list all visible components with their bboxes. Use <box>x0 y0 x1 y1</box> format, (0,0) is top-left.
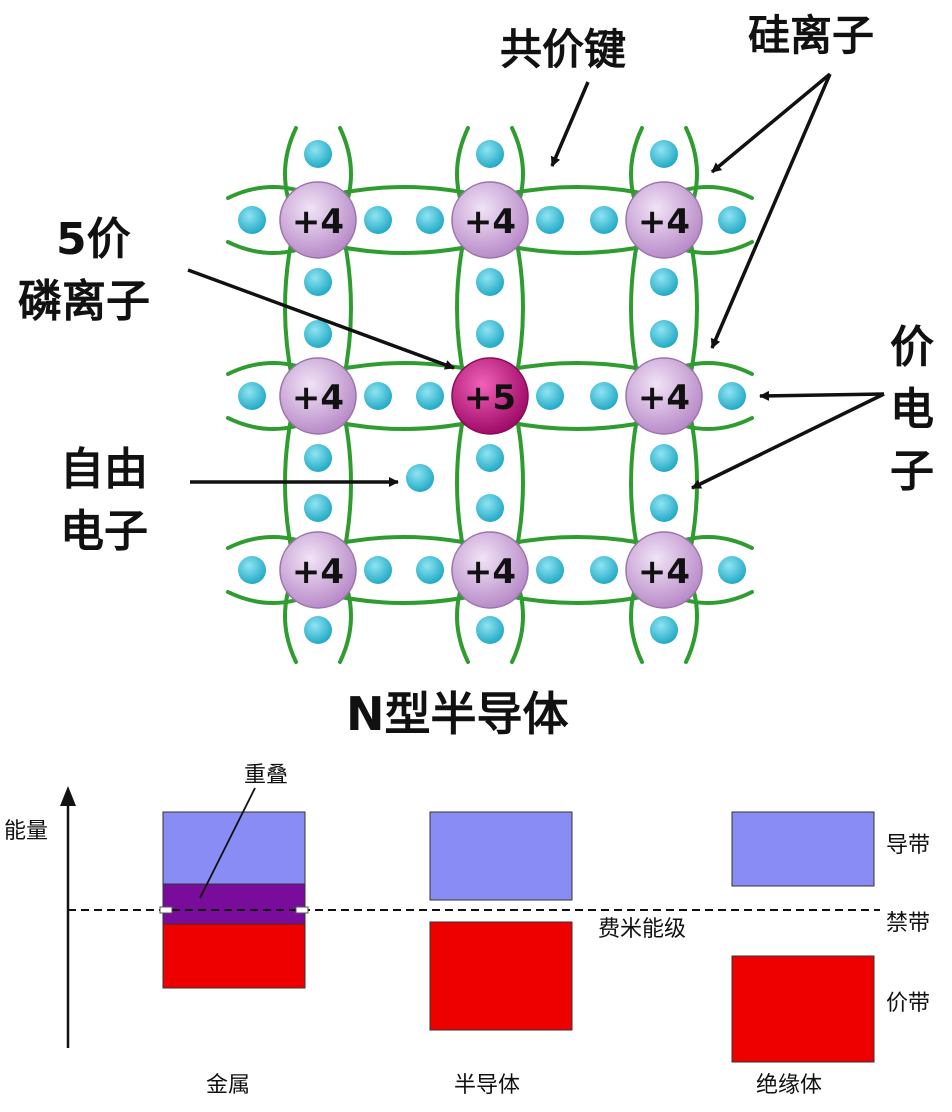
electron-v-c1-edge-bottom <box>476 616 504 644</box>
label-valence-electron-2: 电 <box>890 384 934 435</box>
silicon-ion-r1-c0: +4 <box>279 357 357 435</box>
label-silicon-ion: 硅离子 <box>748 11 874 60</box>
electron-h-r0-edge-left <box>238 206 266 234</box>
silicon-ion-r2-c2: +4 <box>625 531 703 609</box>
material-label-insulator: 绝缘体 <box>756 1073 822 1098</box>
electron-v-c2-b2 <box>650 494 678 522</box>
electron-v-c1-b1 <box>476 444 504 472</box>
electron-v-c0-edge-bottom <box>304 616 332 644</box>
electron-h-r0-edge-right <box>718 206 746 234</box>
silicon-ion-r0-c0: +4 <box>279 181 357 259</box>
material-label-metal: 金属 <box>206 1073 250 1098</box>
electron-v-c2-b1 <box>650 444 678 472</box>
electron-h-r0-a2 <box>416 206 444 234</box>
fermi-level-label: 费米能级 <box>598 917 686 942</box>
arrow-valence-electron-1 <box>759 390 885 401</box>
silicon-ion-charge: +4 <box>464 202 516 242</box>
electron-v-c1-a2 <box>476 320 504 348</box>
label-phosphorus-ion-line1: 5价 <box>56 214 131 265</box>
metal-valence-band <box>162 923 306 989</box>
electron-h-r0-b2 <box>590 206 618 234</box>
electron-h-r2-a2 <box>416 556 444 584</box>
electron-v-c2-a1 <box>650 268 678 296</box>
label-phosphorus-ion-line2: 磷离子 <box>18 276 150 327</box>
semiconductor-conduction-band <box>429 811 573 901</box>
electron-h-r2-a1 <box>364 556 392 584</box>
electron-h-r1-edge-right <box>718 382 746 410</box>
electron-h-r1-edge-left <box>238 382 266 410</box>
phosphorus-ion: +5 <box>451 357 529 435</box>
silicon-ion-r1-c2: +4 <box>625 357 703 435</box>
material-label-semiconductor: 半导体 <box>454 1073 520 1098</box>
silicon-ion-r2-c1: +4 <box>451 531 529 609</box>
label-valence-electron-3: 子 <box>890 446 934 497</box>
overlap-marker-right <box>295 906 309 914</box>
electron-v-c2-edge-bottom <box>650 616 678 644</box>
overlap-leader-line <box>199 787 256 899</box>
silicon-ion-r0-c2: +4 <box>625 181 703 259</box>
arrow-silicon-ion-1 <box>710 72 832 174</box>
annotation-arrows <box>187 72 885 490</box>
silicon-ion-charge: +4 <box>292 202 344 242</box>
electron-v-c1-a1 <box>476 268 504 296</box>
semiconductor-valence-band <box>429 921 573 1031</box>
electron-v-c0-a1 <box>304 268 332 296</box>
electron-h-r1-a1 <box>364 382 392 410</box>
silicon-ion-r0-c1: +4 <box>451 181 529 259</box>
metal-overlap-region <box>162 883 306 925</box>
lattice-title: N型半导体 <box>346 687 569 741</box>
electron-h-r0-b1 <box>536 206 564 234</box>
silicon-ion-charge: +4 <box>638 202 690 242</box>
arrow-phosphorus-ion <box>187 268 455 370</box>
electron-h-r2-b2 <box>590 556 618 584</box>
lattice-diagram: +4+4+4+4+5+4+4+4+4 共价键 硅离子 5价 磷离子 价 电 子 … <box>18 11 934 741</box>
electron-h-r2-b1 <box>536 556 564 584</box>
electron-v-c1-edge-top <box>476 140 504 168</box>
forbidden-band-label: 禁带 <box>886 911 930 936</box>
ions: +4 +4 +4 +4 +5 +4 +4 +4 +4 <box>279 181 703 609</box>
y-axis-label: 能量 <box>4 819 48 844</box>
silicon-ion-charge: +4 <box>292 378 344 418</box>
arrow-valence-electron-2 <box>691 392 885 490</box>
valence-band-label: 价带 <box>886 991 930 1016</box>
arrow-silicon-ion-2 <box>710 73 832 349</box>
metal-conduction-band <box>162 811 306 885</box>
label-free-electron-line2: 电子 <box>60 506 148 557</box>
insulator-conduction-band <box>731 811 875 887</box>
electron-v-c1-b2 <box>476 494 504 522</box>
overlap-marker-left <box>159 906 173 914</box>
silicon-ion-r2-c0: +4 <box>279 531 357 609</box>
electron-h-r1-b2 <box>590 382 618 410</box>
overlap-label: 重叠 <box>244 763 288 788</box>
electron-h-r0-a1 <box>364 206 392 234</box>
silicon-ion-charge: +4 <box>292 552 344 592</box>
energy-axis-arrow-icon <box>60 786 76 806</box>
electron-v-c0-a2 <box>304 320 332 348</box>
label-covalent-bond: 共价键 <box>500 25 626 74</box>
electron-v-c2-edge-top <box>650 140 678 168</box>
free-electron <box>406 464 434 492</box>
arrow-covalent-bond <box>550 81 590 167</box>
electron-h-r2-edge-left <box>238 556 266 584</box>
electron-v-c2-a2 <box>650 320 678 348</box>
electron-h-r1-a2 <box>416 382 444 410</box>
band-diagram: 能量 重叠 费米能级 导带 禁带 价带 金属 半导体 绝缘体 <box>4 763 930 1098</box>
band-diagram-panel: 能量 重叠 费米能级 导带 禁带 价带 金属 半导体 绝缘体 <box>0 748 952 1112</box>
electron-h-r2-edge-right <box>718 556 746 584</box>
electron-v-c0-edge-top <box>304 140 332 168</box>
electron-v-c0-b1 <box>304 444 332 472</box>
phosphorus-ion-charge: +5 <box>464 378 516 418</box>
label-valence-electron-1: 价 <box>890 322 934 373</box>
conduction-band-label: 导带 <box>886 833 930 858</box>
valence-electrons <box>238 140 746 644</box>
label-free-electron-line1: 自由 <box>60 444 148 495</box>
electron-h-r1-b1 <box>536 382 564 410</box>
silicon-ion-charge: +4 <box>638 552 690 592</box>
silicon-ion-charge: +4 <box>638 378 690 418</box>
silicon-ion-charge: +4 <box>464 552 516 592</box>
insulator-valence-band <box>731 955 875 1063</box>
electron-v-c0-b2 <box>304 494 332 522</box>
